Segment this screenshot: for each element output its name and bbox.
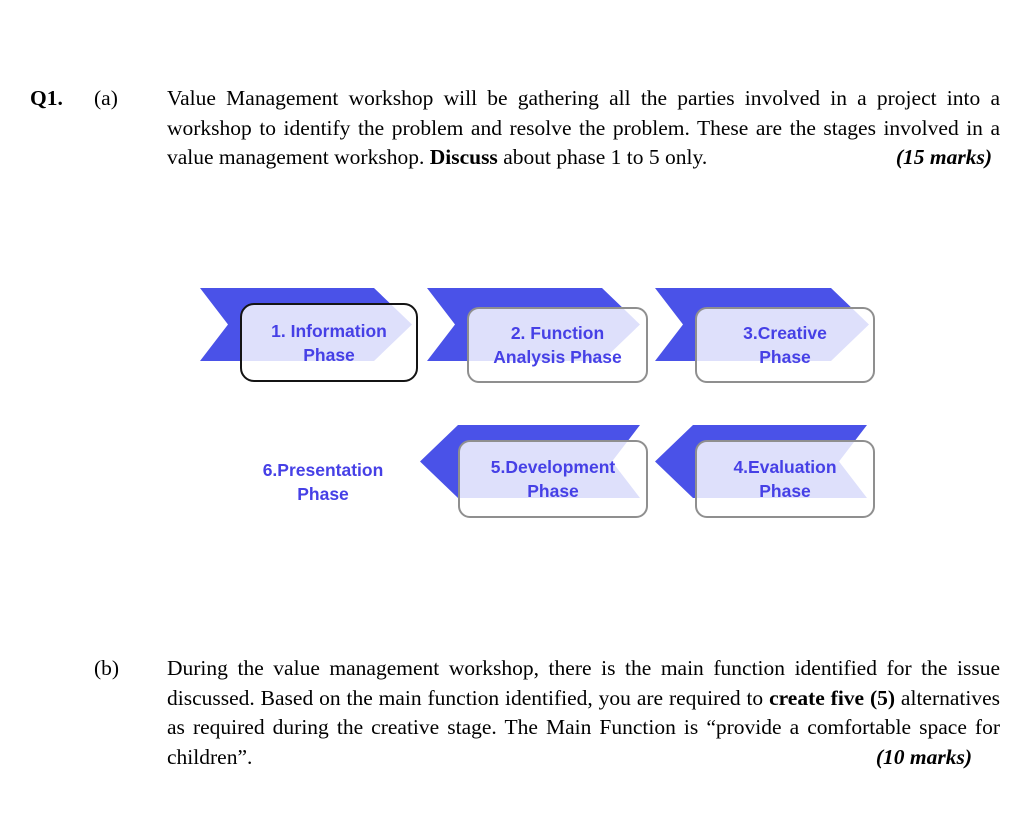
- phase-1-label-line2: Phase: [303, 344, 355, 365]
- part-a-label: (a): [94, 86, 118, 110]
- phase-3-label-line2: Phase: [759, 347, 811, 367]
- part-b-paragraph: During the value management workshop, th…: [167, 654, 1000, 772]
- part-b-label: (b): [94, 656, 120, 680]
- phase-5-box: 5.Development Phase: [458, 440, 648, 518]
- question-number: Q1.: [30, 86, 63, 110]
- part-a-text-before: Value Management workshop will be gather…: [167, 86, 1000, 169]
- phase-2-label-line1: 2. Function: [510, 323, 605, 343]
- phase-1-label-line1: 1. Information: [271, 320, 387, 341]
- part-b-text-before: During the value management workshop, th…: [167, 656, 1000, 710]
- phase-4-label-line2: Phase: [759, 481, 811, 501]
- phase-6-label-line1: 6.Presentation: [262, 460, 384, 480]
- part-b-text-after: alternatives as required during the crea…: [167, 685, 1001, 769]
- part-a-marks: (15 marks): [895, 145, 992, 169]
- part-a-paragraph: Value Management workshop will be gather…: [167, 84, 1000, 173]
- phase-2-box: 2. Function Analysis Phase: [467, 307, 648, 383]
- part-b-marks: (10 marks): [875, 744, 972, 769]
- part-a-text-after: about phase 1 to 5 only.: [497, 145, 708, 169]
- phase-2-label-line2: Analysis Phase: [493, 347, 622, 367]
- phase-3-label-line1: 3.Creative: [743, 323, 827, 343]
- phase-3-box: 3.Creative Phase: [695, 307, 875, 383]
- part-a-text-bold: Discuss: [429, 145, 498, 169]
- phase-1-box: 1. Information Phase: [240, 303, 418, 382]
- part-b-text-bold: create five (5): [769, 685, 896, 710]
- phase-4-label-line1: 4.Evaluation: [733, 457, 837, 477]
- phase-6-label: 6.Presentation Phase: [233, 455, 413, 509]
- phase-5-label-line1: 5.Development: [490, 457, 616, 477]
- phase-5-label-line2: Phase: [527, 481, 579, 501]
- phase-4-box: 4.Evaluation Phase: [695, 440, 875, 518]
- phase-6-label-line2: Phase: [297, 484, 349, 504]
